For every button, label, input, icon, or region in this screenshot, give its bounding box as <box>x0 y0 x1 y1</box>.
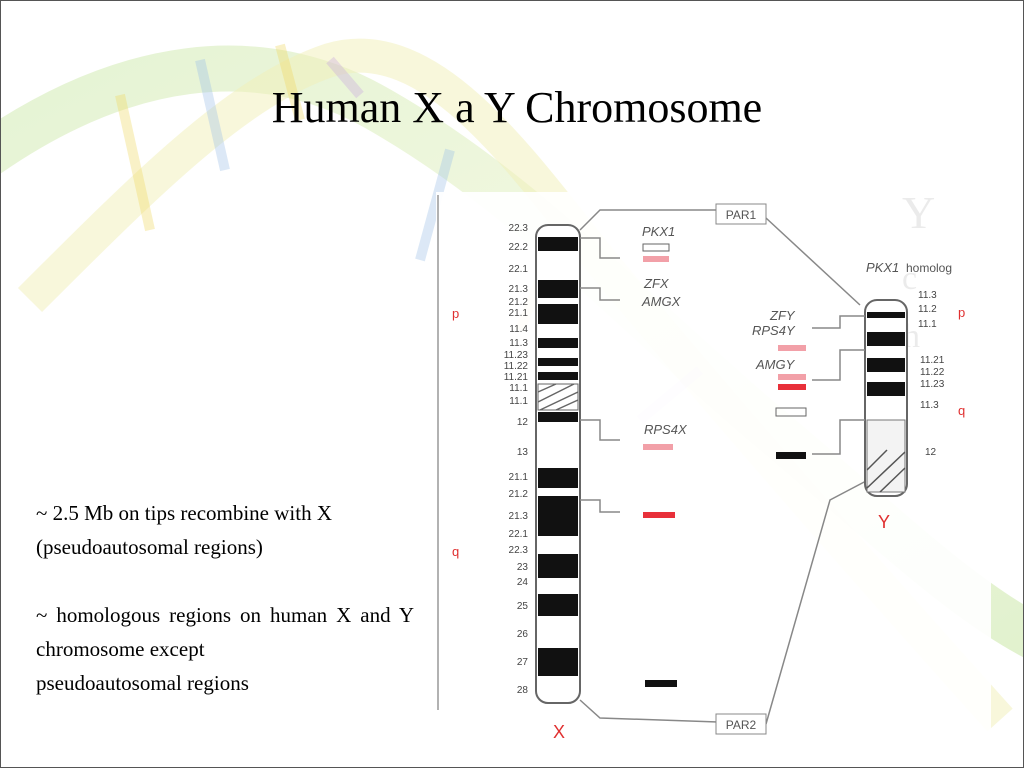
slide-title: Human X a Y Chromosome <box>271 83 763 132</box>
paragraph-homologous: ~ homologous regions on human X and Y ch… <box>36 598 414 700</box>
y-band-label: 11.3 <box>920 400 939 411</box>
x-band-label: 24 <box>517 577 529 588</box>
y-chromosome-label: Y <box>878 512 890 532</box>
gene-rps4y-label: RPS4Y <box>752 323 796 338</box>
x-band-label: 23 <box>517 562 529 573</box>
y-band-label: 11.1 <box>918 319 937 330</box>
y-arm-p-label: p <box>958 305 965 320</box>
x-band-label: 22.3 <box>509 545 529 556</box>
x-band-label: 21.2 <box>509 297 529 308</box>
gene-pkx1-label: PKX1 <box>642 224 675 239</box>
y-band-labels: 11.3 11.2 11.1 11.21 11.22 11.23 11.3 12 <box>918 290 945 458</box>
x-band-label: 11.4 <box>509 324 528 335</box>
y-band-label: 11.3 <box>918 290 937 301</box>
gene-zfy-label: ZFY <box>769 308 796 323</box>
gene-amgx-label: AMGX <box>641 294 682 309</box>
x-band-label: 28 <box>517 685 529 696</box>
x-band-label: 11.3 <box>509 338 528 349</box>
x-chromosome-bands <box>537 237 579 676</box>
par1-label: PAR1 <box>726 208 757 222</box>
par1-box <box>715 203 767 225</box>
par2-box <box>715 713 767 735</box>
par2-label: PAR2 <box>726 718 757 732</box>
gene-zfx-label: ZFX <box>643 276 670 291</box>
x-gene-labels: PKX1 ZFX AMGX RPS4X <box>641 224 688 437</box>
y-band-label: 12 <box>925 447 937 458</box>
y-band-label: 11.22 <box>920 367 945 378</box>
y-gene-connectors <box>812 315 865 455</box>
y-chromosome-bands <box>866 312 906 493</box>
x-band-label: 11.21 <box>504 372 529 383</box>
x-arm-p-label: p <box>452 306 459 321</box>
x-band-label: 12 <box>517 417 529 428</box>
x-band-label: 11.1 <box>509 396 528 407</box>
x-band-label: 11.22 <box>504 361 529 372</box>
x-band-label: 27 <box>517 657 529 668</box>
x-band-label: 21.1 <box>509 308 529 319</box>
y-arm-q-label: q <box>958 403 965 418</box>
y-band-label: 11.2 <box>918 304 937 315</box>
x-gene-marks <box>642 243 677 687</box>
x-band-label: 21.2 <box>509 489 529 500</box>
x-band-label: 22.2 <box>509 242 529 253</box>
gene-amgy-label: AMGY <box>755 357 796 372</box>
x-band-label: 22.3 <box>509 223 529 234</box>
gene-homolog-label: homolog <box>906 261 952 275</box>
x-band-label: 13 <box>517 447 529 458</box>
x-band-label: 11.1 <box>509 383 528 394</box>
x-band-label: 25 <box>517 601 529 612</box>
paragraph-homologous-main: ~ homologous regions on human X and Y ch… <box>36 603 414 661</box>
x-gene-connectors <box>580 237 620 513</box>
x-band-labels: 22.3 22.2 22.1 21.3 21.2 21.1 11.4 11.3 … <box>504 223 529 696</box>
x-band-label: 21.3 <box>509 284 529 295</box>
x-band-label: 26 <box>517 629 529 640</box>
x-band-label: 21.1 <box>509 472 529 483</box>
y-gene-labels: PKX1 ZFY RPS4Y AMGY <box>752 260 899 372</box>
y-band-label: 11.21 <box>920 355 945 366</box>
paragraph-pseudoautosomal: ~ 2.5 Mb on tips recombine with X (pseud… <box>36 501 332 559</box>
x-arm-q-label: q <box>452 544 459 559</box>
x-band-label: 11.23 <box>504 350 529 361</box>
x-band-label: 22.1 <box>509 264 529 275</box>
par-connectors <box>579 209 869 725</box>
gene-rps4x-label: RPS4X <box>644 422 688 437</box>
gene-pkx1-y-label: PKX1 <box>866 260 899 275</box>
paragraph-homologous-end: pseudoautosomal regions <box>36 671 249 695</box>
y-band-label: 11.23 <box>920 379 945 390</box>
y-gene-marks <box>775 345 807 459</box>
x-chromosome-label: X <box>553 722 565 742</box>
x-band-label: 21.3 <box>509 511 529 522</box>
x-band-label: 22.1 <box>509 529 529 540</box>
